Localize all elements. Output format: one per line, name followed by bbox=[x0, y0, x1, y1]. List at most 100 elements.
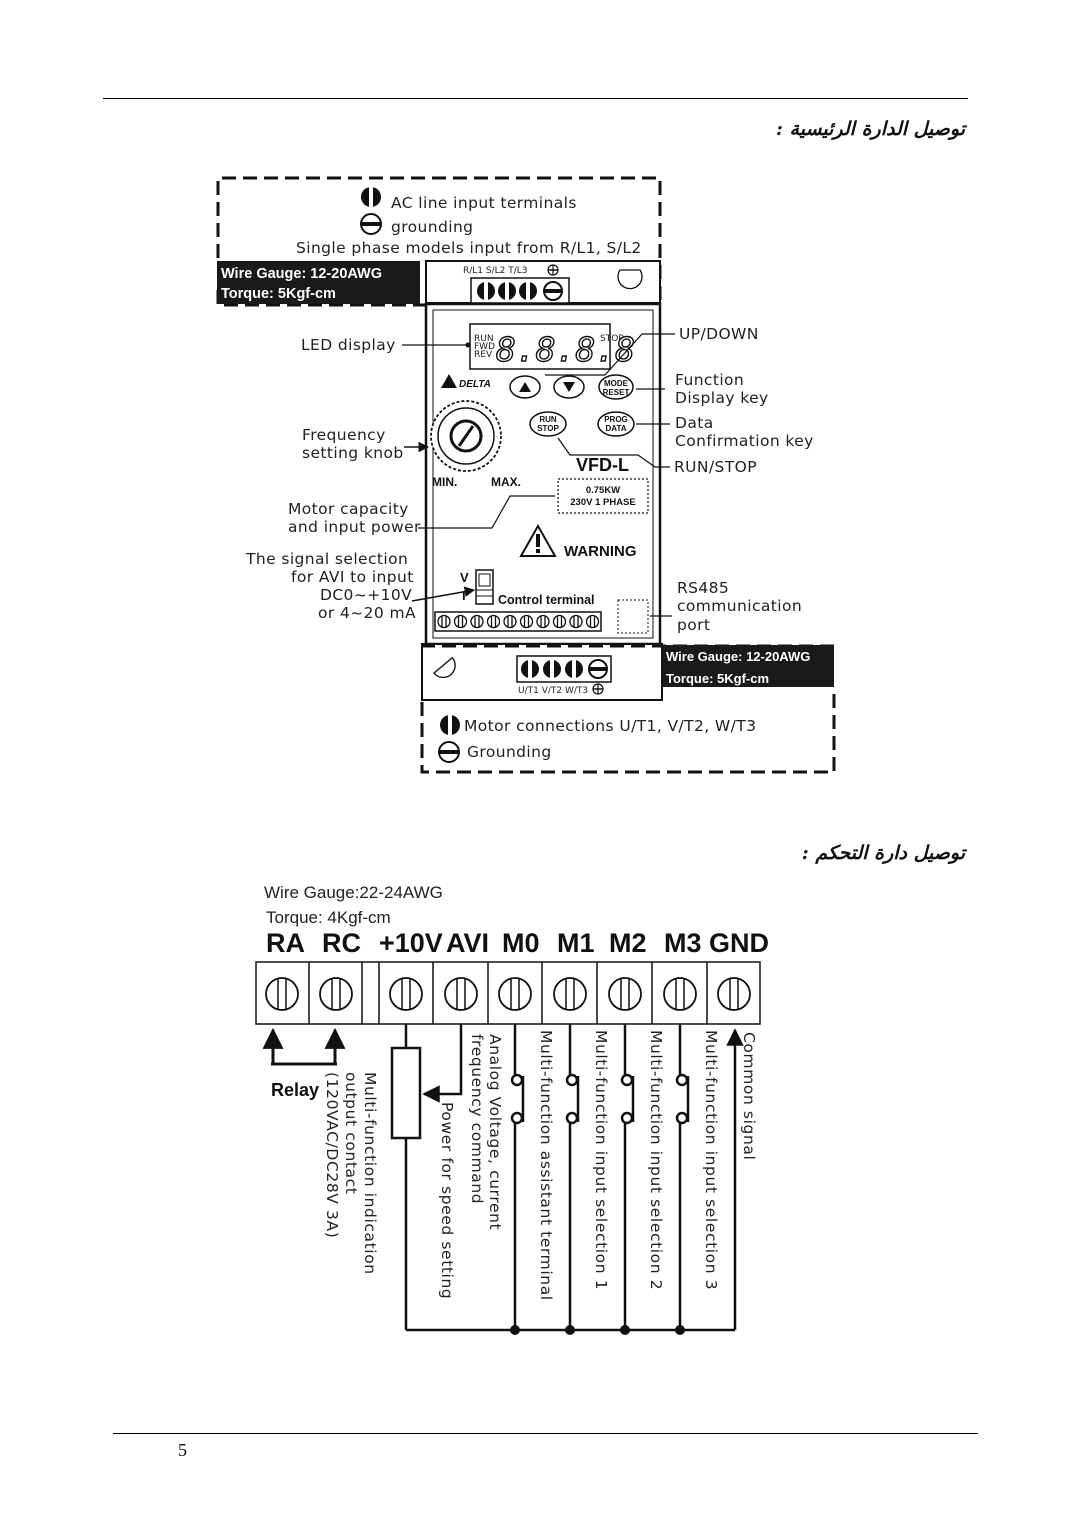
mount-hole-top bbox=[617, 269, 643, 290]
relay-label: Relay bbox=[271, 1080, 319, 1100]
terminal-screw[interactable] bbox=[265, 977, 299, 1011]
power-wiring-heading: توصيل الدارة الرئيسية : bbox=[775, 118, 965, 140]
motor-capacity-callout-2: and input power bbox=[288, 518, 421, 536]
run-stop-callout: RUN/STOP bbox=[674, 458, 757, 476]
led-display bbox=[469, 323, 611, 370]
up-key[interactable] bbox=[509, 375, 541, 399]
input-terminal-marks: R/L1 S/L2 T/L3 bbox=[463, 266, 528, 276]
data-callout-1: Data bbox=[675, 414, 714, 432]
rating-label-box bbox=[557, 478, 649, 514]
model-name: VFD-L bbox=[576, 455, 629, 475]
terminal-name-ra: RA bbox=[266, 928, 305, 958]
prog-key-label: PROG bbox=[604, 415, 628, 424]
reset-key-label: RESET bbox=[603, 388, 630, 397]
frequency-callout-2: setting knob bbox=[302, 444, 404, 462]
signal-callout-1: The signal selection bbox=[245, 550, 408, 568]
control-terminal-diagram: Wire Gauge:22-24AWG Torque: 4Kgf-cm RA RC… bbox=[255, 883, 769, 1335]
strip-screw bbox=[503, 614, 517, 629]
control-wiring-heading: توصيل دارة التحكم : bbox=[801, 842, 965, 864]
bottom-rule bbox=[113, 1433, 978, 1434]
potentiometer bbox=[390, 1024, 463, 1330]
terminal-screw[interactable] bbox=[553, 977, 587, 1011]
relay-wiring bbox=[262, 1027, 346, 1066]
input-switches bbox=[510, 1024, 690, 1335]
motor-connections-label: Motor connections U/T1, V/T2, W/T3 bbox=[464, 717, 756, 735]
frequency-callout-1: Frequency bbox=[302, 426, 386, 444]
control-wire-gauge: Wire Gauge:22-24AWG bbox=[264, 883, 443, 902]
terminal-name-m1: M1 bbox=[557, 928, 595, 958]
mode-reset-key[interactable]: MODE RESET bbox=[598, 374, 634, 400]
motor-capacity-callout-1: Motor capacity bbox=[288, 500, 409, 518]
knob-max-label: MAX. bbox=[491, 475, 521, 489]
terminal-name-rc: RC bbox=[322, 928, 361, 958]
knob-min-label: MIN. bbox=[432, 475, 457, 489]
m2-desc: Multi-function input selection 2 bbox=[647, 1030, 665, 1290]
terminal-screw[interactable] bbox=[444, 977, 478, 1011]
relay-desc-2: output contact bbox=[342, 1072, 360, 1194]
avi-selector-switch[interactable] bbox=[475, 569, 494, 605]
warning-icon bbox=[519, 523, 557, 557]
switch-v-label: V bbox=[460, 570, 469, 585]
terminal-screw[interactable] bbox=[389, 977, 423, 1011]
m0-desc: Multi-function assistant terminal bbox=[537, 1030, 555, 1301]
rs485-callout-3: port bbox=[677, 616, 710, 634]
rs485-callout-1: RS485 bbox=[677, 579, 729, 597]
input-terminal-screws bbox=[477, 281, 563, 301]
rating-power: 0.75KW bbox=[586, 485, 620, 496]
led-stop-label: STOP bbox=[600, 334, 624, 344]
warning-label: WARNING bbox=[564, 543, 637, 560]
ground-terminal-mark-icon bbox=[547, 264, 559, 276]
switch-i-label: I bbox=[462, 588, 466, 603]
up-down-leader bbox=[604, 333, 675, 376]
ground-symbol-icon bbox=[360, 213, 382, 235]
relay-desc-3: (120VAC/DC28V 3A) bbox=[323, 1072, 341, 1238]
run-stop-key[interactable]: RUN STOP bbox=[529, 411, 567, 437]
terminal-name-avi: AVI bbox=[446, 928, 489, 958]
prog-data-key[interactable]: PROG DATA bbox=[597, 411, 635, 437]
function-callout-2: Display key bbox=[675, 389, 769, 407]
grounding-label: grounding bbox=[391, 218, 473, 236]
frequency-knob[interactable] bbox=[430, 400, 502, 472]
input-switch bbox=[675, 1024, 690, 1335]
stop-key-label: STOP bbox=[537, 424, 559, 433]
terminal-descriptions: Multi-function indication output contact… bbox=[323, 1030, 758, 1301]
data-callout-2: Confirmation key bbox=[675, 432, 814, 450]
analog-desc-1: Analog Voltage, current bbox=[486, 1034, 504, 1230]
signal-callout-3: DC0~+10V bbox=[320, 586, 412, 604]
input-switch bbox=[510, 1024, 525, 1335]
run-key-label: RUN bbox=[539, 415, 557, 424]
brand-name: DELTA bbox=[459, 379, 491, 390]
strip-screw bbox=[536, 614, 550, 629]
terminal-cells bbox=[265, 962, 751, 1024]
terminal-screw[interactable] bbox=[498, 977, 532, 1011]
strip-screw bbox=[519, 614, 534, 629]
output-grounding-label: Grounding bbox=[467, 743, 552, 761]
page-number: 5 bbox=[178, 1440, 187, 1460]
power-speed-desc: Power for speed setting bbox=[438, 1102, 456, 1299]
common-bus bbox=[406, 1028, 744, 1332]
rs485-port[interactable] bbox=[617, 599, 649, 634]
terminal-screw[interactable] bbox=[319, 977, 353, 1011]
signal-callout-2: for AVI to input bbox=[291, 568, 414, 586]
led-indicator-run: RUN bbox=[474, 334, 494, 344]
output-terminal-screws bbox=[521, 659, 608, 679]
motor-symbol-icon bbox=[440, 715, 460, 735]
control-torque: Torque: 4Kgf-cm bbox=[266, 908, 391, 927]
terminal-screw[interactable] bbox=[717, 977, 751, 1011]
terminal-name-gnd: GND bbox=[709, 928, 769, 958]
strip-screw bbox=[585, 614, 600, 629]
down-key[interactable] bbox=[553, 375, 585, 399]
terminal-screw[interactable] bbox=[663, 977, 697, 1011]
signal-callout-4: or 4~20 mA bbox=[318, 604, 416, 622]
ac-line-label: AC line input terminals bbox=[391, 194, 577, 212]
terminal-name-m0: M0 bbox=[502, 928, 540, 958]
strip-screw bbox=[552, 614, 567, 629]
control-terminal-screws bbox=[437, 614, 600, 629]
up-down-callout: UP/DOWN bbox=[679, 325, 759, 343]
rating-voltage: 230V 1 PHASE bbox=[570, 497, 635, 508]
strip-screw bbox=[453, 614, 468, 629]
relay-desc-1: Multi-function indication bbox=[361, 1072, 379, 1275]
terminal-screw[interactable] bbox=[608, 977, 642, 1011]
